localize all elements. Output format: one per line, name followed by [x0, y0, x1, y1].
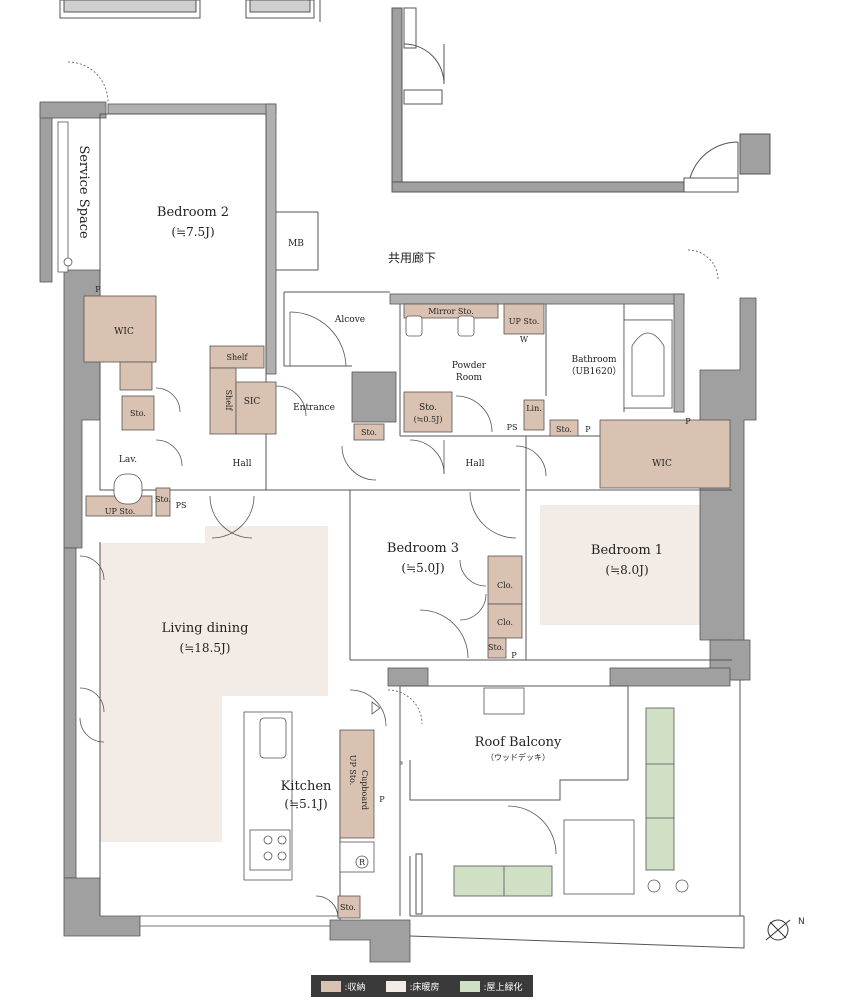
legend-label-storage: :収納	[344, 982, 366, 993]
up-sto-kitchen-label: UP Sto.	[348, 755, 357, 786]
storage-kitchen	[339, 729, 375, 839]
compass-north: N	[798, 917, 805, 927]
powder-line2: Room	[456, 373, 483, 383]
sto-05-label: Sto.	[419, 403, 437, 413]
bedroom1-area: (≒8.0J)	[605, 563, 648, 577]
storage-shelf-side	[209, 367, 237, 435]
door-swings	[67, 61, 719, 919]
sto-bed3-label: Sto.	[488, 643, 504, 652]
living-name: Living dining	[162, 621, 249, 636]
powder-line1: Powder	[452, 361, 487, 371]
lav: Lav.	[119, 455, 137, 465]
service-space: Service Space	[76, 145, 91, 239]
entrance: Entrance	[293, 403, 335, 413]
sto-left-label: Sto.	[130, 409, 146, 418]
p-label-4: P	[511, 651, 517, 660]
bedroom2-area: (≒7.5J)	[171, 225, 214, 239]
greenery	[453, 707, 675, 897]
storage-sto-small	[353, 423, 385, 441]
legend-swatch-storage	[321, 980, 342, 992]
storage-shelf-top	[209, 345, 265, 369]
sto-bottom-label: Sto.	[340, 903, 356, 912]
storage-sto-right	[549, 419, 579, 437]
storage-sic	[235, 381, 277, 435]
storage-sto-bottom	[337, 895, 361, 919]
storage-labels: WIC WIC SIC Shelf Shelf Sto. Sto. Sto. (…	[95, 239, 691, 912]
bedroom3-name: Bedroom 3	[387, 541, 459, 556]
compass-icon: N	[765, 917, 805, 941]
r-label: R	[359, 858, 366, 867]
walls	[39, 101, 757, 963]
balcony-name: Roof Balcony	[475, 735, 562, 750]
legend-swatch-greenery	[460, 980, 481, 992]
living-area: (≒18.5J)	[180, 641, 231, 655]
legend-label-floor-heating: :床暖房	[409, 982, 440, 993]
legend-item-floor-heating: :床暖房	[386, 980, 440, 993]
legend-label-greenery: :屋上緑化	[483, 982, 523, 993]
ps-label-left: PS	[176, 501, 187, 510]
wic-left-label: WIC	[114, 327, 134, 337]
p-label-3: P	[685, 417, 691, 426]
storage-mirror	[403, 303, 499, 319]
alcove: Alcove	[334, 315, 365, 325]
p-label-2: P	[585, 425, 591, 434]
kitchen-name: Kitchen	[281, 779, 332, 794]
up-sto-bath-label: UP Sto.	[509, 317, 540, 326]
storage-lin	[523, 399, 545, 431]
clo-1-label: Clo.	[497, 581, 513, 590]
sic-label: SIC	[244, 397, 261, 407]
kitchen-area: (≒5.1J)	[284, 797, 327, 811]
bedroom1-name: Bedroom 1	[591, 543, 663, 558]
fixtures	[57, 121, 689, 895]
corridor: 共用廊下	[388, 250, 436, 265]
bathroom-name: Bathroom	[571, 355, 617, 365]
shelf-side-label: Shelf	[224, 390, 233, 412]
bedroom3-area: (≒5.0J)	[401, 561, 444, 575]
sto-small-label: Sto.	[361, 428, 377, 437]
floor-heating-bedroom1	[540, 505, 715, 625]
storage-wic-right	[599, 419, 731, 489]
p-label-5: P	[379, 795, 385, 804]
legend: :収納 :床暖房 :屋上緑化	[311, 975, 533, 997]
clo-2-label: Clo.	[497, 618, 513, 627]
floor-heating-areas	[100, 505, 715, 842]
bedroom2-name: Bedroom 2	[157, 205, 229, 220]
mb-label: MB	[288, 239, 304, 249]
hall-right: Hall	[466, 459, 485, 469]
legend-item-storage: :収納	[321, 980, 366, 993]
p-label-1: P	[95, 285, 101, 294]
up-sto-lav-label: UP Sto.	[105, 507, 136, 516]
bathroom-sub: （UB1620）	[566, 366, 621, 377]
storage-areas	[83, 295, 731, 919]
sto-right-label: Sto.	[556, 425, 572, 434]
wic-right-label: WIC	[652, 459, 672, 469]
hall-left: Hall	[233, 459, 252, 469]
room-labels: Bedroom 2 (≒7.5J) Bedroom 3 (≒5.0J) Bedr…	[76, 145, 663, 811]
w-label: W	[520, 335, 529, 344]
sto-lav-label: Sto.	[155, 495, 171, 504]
storage-wic-left	[83, 295, 157, 363]
legend-item-greenery: :屋上緑化	[460, 980, 523, 993]
shelf-top-label: Shelf	[227, 353, 249, 362]
lin-label: Lin.	[526, 404, 542, 413]
storage-up-bath	[503, 303, 545, 335]
sto-05-area: (≒0.5J)	[414, 415, 443, 424]
legend-swatch-floor-heating	[386, 980, 407, 992]
balcony-sub: （ウッドデッキ）	[486, 752, 550, 762]
storage-sto-05	[403, 391, 453, 433]
ps-label-right: PS	[507, 423, 518, 432]
storage-clo-1	[487, 555, 523, 605]
floor-heating-living	[100, 526, 328, 842]
storage-sto-left	[121, 395, 155, 431]
mirror-label: Mirror Sto.	[428, 307, 474, 316]
cupboard-label: Cupboard	[360, 770, 369, 810]
neighbour-structures	[59, 0, 771, 193]
